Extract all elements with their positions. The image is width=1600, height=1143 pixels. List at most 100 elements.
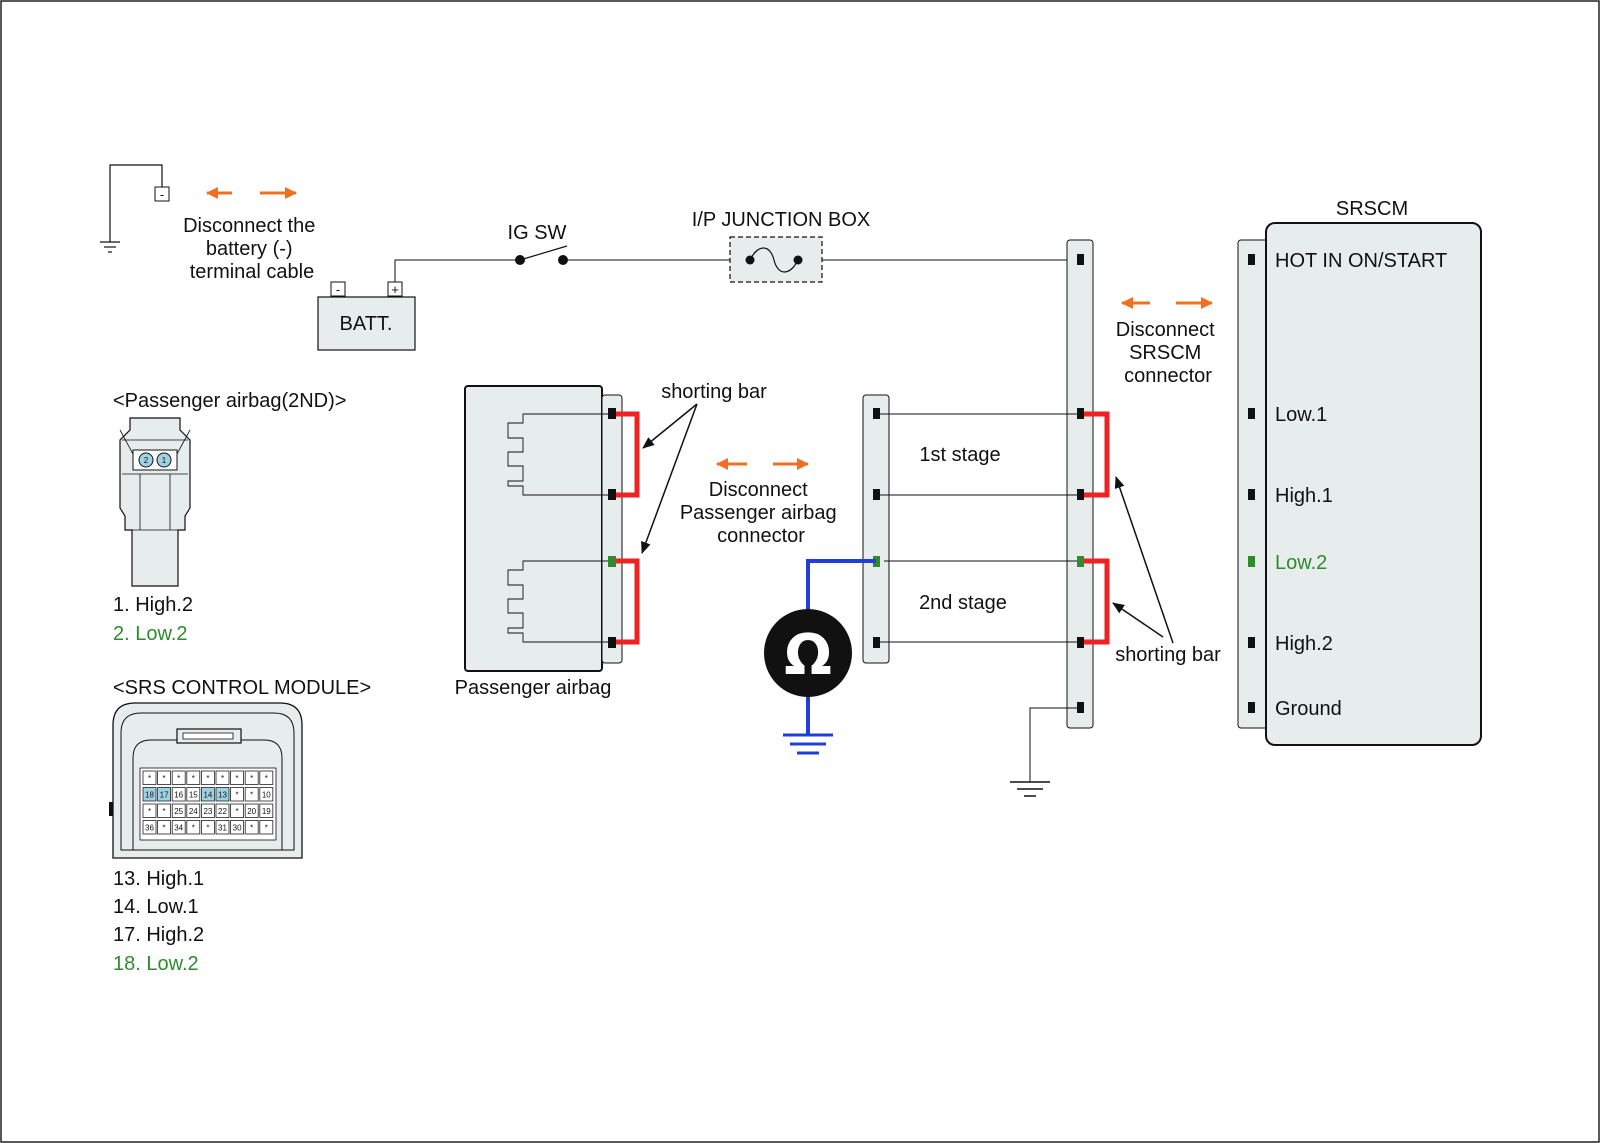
airbag-shorting-bars (616, 411, 640, 645)
passenger-airbag-unit (464, 385, 623, 672)
srs-pin-number: * (192, 774, 195, 783)
srs-pin-cell (142, 820, 157, 835)
srscm-pin-hot: HOT IN ON/START (1275, 250, 1447, 272)
junction-box-label: I/P JUNCTION BOX (692, 209, 871, 231)
connector-2nd-pin-1: 1 (162, 456, 167, 465)
srs-pin-14-label: 14. Low.1 (113, 896, 199, 918)
srs-pin-cell (142, 803, 157, 818)
srs-pin-cell (259, 787, 274, 802)
battery-neg-sign: - (336, 282, 340, 297)
battery-label: BATT. (340, 313, 393, 335)
srs-pin-cell (259, 803, 274, 818)
srs-pin-number: 17 (160, 791, 169, 800)
harness-shorting-bar-label: shorting bar (1115, 644, 1221, 666)
srs-pin-cell (157, 803, 172, 818)
srs-pin-number: 36 (145, 824, 154, 833)
srs-module-title: <SRS CONTROL MODULE> (113, 677, 371, 699)
srs-pin-number: * (250, 824, 253, 833)
srs-pin-number: * (236, 807, 239, 816)
srs-pin-number: * (148, 807, 151, 816)
srs-pin-cell (171, 787, 186, 802)
srs-pin-number: * (206, 824, 209, 833)
srs-pin-cell (200, 803, 215, 818)
srs-pin-cell (171, 770, 186, 785)
srscm-pins (1248, 254, 1255, 713)
srs-pin-cell (157, 820, 172, 835)
srs-pin-cell (142, 770, 157, 785)
airbag-shorting-bar-arrows (641, 403, 698, 554)
srs-pin-18-label: 18. Low.2 (113, 953, 199, 975)
srs-pin-number: 31 (218, 824, 227, 833)
srs-pin-number: 24 (189, 807, 198, 816)
srs-pin-number: * (163, 824, 166, 833)
srs-pin-number: * (250, 791, 253, 800)
srs-pin-number: * (206, 774, 209, 783)
srs-pin-number: 23 (203, 807, 212, 816)
battery-pos-sign: + (391, 282, 399, 297)
harness-shorting-bar-arrows (1112, 476, 1174, 644)
middle-connector-strip (862, 394, 890, 664)
srs-pin-number: 30 (233, 824, 242, 833)
harness-ground (1010, 707, 1080, 797)
srs-pin-cell (244, 820, 259, 835)
srs-pin-number: * (236, 791, 239, 800)
battery-terminal-minus: - (154, 186, 170, 202)
second-stage-label: 2nd stage (919, 592, 1007, 614)
connector-2nd-title: <Passenger airbag(2ND)> (113, 390, 346, 412)
omega-icon: Ω (784, 623, 832, 688)
ig-sw-label: IG SW (508, 222, 567, 244)
connector-2nd-drawing: 2 1 (119, 417, 191, 587)
srs-pin-cell (230, 770, 245, 785)
first-stage-label: 1st stage (919, 444, 1000, 466)
srs-pin-number: * (236, 774, 239, 783)
battery: - + BATT. (317, 281, 416, 351)
srs-pin-13-label: 13. High.1 (113, 868, 204, 890)
srs-pin-cell (244, 770, 259, 785)
harness-connector-strip (1066, 239, 1094, 729)
passenger-airbag-label: Passenger airbag (455, 677, 612, 699)
srs-pin-number: 15 (189, 791, 198, 800)
svg-text:-: - (160, 187, 164, 202)
srs-pin-number: * (265, 774, 268, 783)
srs-pin-number: * (192, 824, 195, 833)
connector-2nd-pin-high2: 1. High.2 (113, 594, 193, 616)
ohmmeter-wires (783, 559, 876, 755)
srscm-module-box (1265, 222, 1482, 746)
srscm-title: SRSCM (1336, 198, 1408, 220)
srs-pin-cell (171, 803, 186, 818)
srs-pin-cell (200, 820, 215, 835)
srs-pin-number: * (250, 774, 253, 783)
connector-2nd-pin-low2: 2. Low.2 (113, 623, 188, 645)
srs-pin-cell (186, 820, 201, 835)
harness-shorting-bars (1084, 411, 1110, 645)
srs-pin-cell (186, 787, 201, 802)
srscm-pin-low2: Low.2 (1275, 552, 1327, 574)
srs-pin-cell (200, 787, 215, 802)
srs-pin-number: 20 (247, 807, 256, 816)
srs-pin-cell (186, 770, 201, 785)
srs-pin-cell (230, 803, 245, 818)
srs-pin-cell (244, 803, 259, 818)
junction-box-fuse (729, 236, 823, 283)
srs-pin-number: 10 (262, 791, 271, 800)
srs-pin-cell (186, 803, 201, 818)
srs-pin-17-label: 17. High.2 (113, 924, 204, 946)
srs-pin-number: * (163, 807, 166, 816)
harness-pins (1077, 254, 1084, 713)
srs-pin-cell (157, 787, 172, 802)
airbag-disconnect-text: Disconnect Passenger airbag connector (680, 479, 842, 547)
srscm-pin-ground: Ground (1275, 698, 1342, 720)
ohmmeter: Ω (764, 609, 852, 697)
srs-pin-cell (259, 770, 274, 785)
airbag-shorting-bar-label: shorting bar (661, 381, 767, 403)
srs-pin-number: * (265, 824, 268, 833)
srs-pin-cell (215, 770, 230, 785)
stage-wires (880, 413, 1077, 643)
srs-pin-cell (200, 770, 215, 785)
battery-disconnect-text: Disconnect the battery (-) terminal cabl… (183, 215, 321, 283)
srs-pin-number: 25 (174, 807, 183, 816)
